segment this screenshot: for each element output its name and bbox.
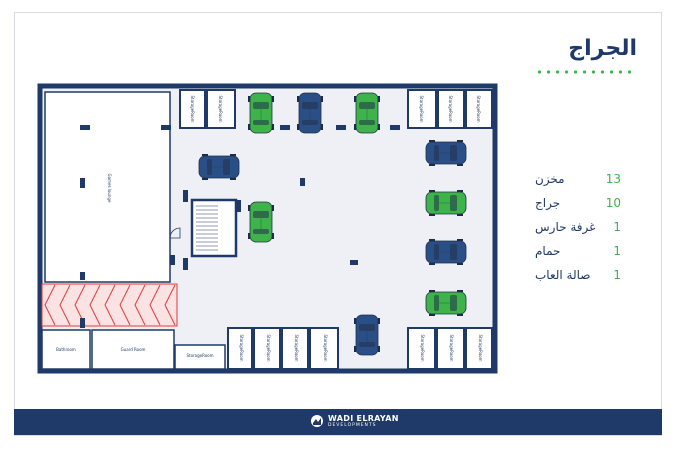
legend-count: 1 xyxy=(613,220,621,234)
legend-label: غرفة حارس xyxy=(535,220,596,234)
column xyxy=(236,200,241,212)
storage-room xyxy=(253,327,281,370)
storage-room-label: StorageRoom xyxy=(448,95,453,122)
storage-room-label: StorageRoom xyxy=(476,95,481,122)
storage-room xyxy=(465,89,493,129)
storage-room-label: StorageRoom xyxy=(323,334,328,361)
legend-label: حمام xyxy=(535,244,561,258)
storage-room xyxy=(281,327,309,370)
ramp-arrows xyxy=(44,284,176,326)
column xyxy=(80,272,85,280)
storage-room-label: StorageRoom xyxy=(478,334,483,361)
storage-room xyxy=(206,89,236,129)
column xyxy=(170,255,175,265)
car-navy xyxy=(353,314,381,356)
footer-bar xyxy=(14,409,662,435)
storage-room xyxy=(407,89,437,129)
column xyxy=(80,125,90,130)
storage-room xyxy=(465,327,493,370)
column xyxy=(80,178,85,188)
legend-item: غرفة حارس 1 xyxy=(535,216,625,240)
legend-count: 10 xyxy=(605,196,621,210)
legend-count: 1 xyxy=(613,244,621,258)
games-lounge-label: Games lounge xyxy=(107,174,112,203)
storage-room-label: StorageRoom xyxy=(266,334,271,361)
legend-label: صالة العاب xyxy=(535,268,591,282)
car-navy xyxy=(425,139,467,167)
column xyxy=(183,190,188,202)
storage-room xyxy=(407,327,436,370)
door-swing xyxy=(169,227,181,239)
legend-count: 13 xyxy=(605,172,621,186)
legend-item: حمام 1 xyxy=(535,240,625,264)
bathroom-label: Bathroom xyxy=(56,347,76,352)
car-navy xyxy=(198,153,240,181)
legend-label: جراج xyxy=(535,196,561,210)
storage-room-label: StorageRoom xyxy=(218,95,223,122)
column xyxy=(336,125,346,130)
storage-room xyxy=(174,344,226,370)
car-green xyxy=(425,289,467,317)
games-lounge-room xyxy=(44,91,171,283)
brand-mark-icon xyxy=(311,415,323,427)
legend-label: مخزن xyxy=(535,172,565,186)
car-green xyxy=(425,189,467,217)
legend-item: جراج 10 xyxy=(535,192,625,216)
storage-room-label: StorageRoom xyxy=(239,334,244,361)
car-green xyxy=(247,92,275,134)
storage-room xyxy=(179,89,206,129)
legend-item: مخزن 13 xyxy=(535,168,625,192)
guard-room-label: Guard Room xyxy=(121,347,146,352)
car-green xyxy=(247,201,275,243)
car-navy xyxy=(425,238,467,266)
column xyxy=(350,260,358,265)
ramp xyxy=(41,283,178,327)
storage-room-label: StorageRoom xyxy=(190,95,195,122)
storage-room xyxy=(309,327,339,370)
car-green xyxy=(353,92,381,134)
page-title: الجراج xyxy=(568,36,637,61)
column xyxy=(183,258,188,270)
bathroom-room xyxy=(41,329,91,370)
column xyxy=(300,178,305,186)
brand-tagline: DEVELOPMENTS xyxy=(328,423,377,428)
legend-item: صالة العاب 1 xyxy=(535,264,625,288)
title-underline-dots xyxy=(535,70,637,74)
storage-room-label: StorageRoom xyxy=(449,334,454,361)
legend: مخزن 13 جراج 10 غرفة حارس 1 حمام 1 صالة العا… xyxy=(535,168,625,288)
car-navy xyxy=(296,92,324,134)
column xyxy=(80,318,85,328)
outer-wall xyxy=(37,83,498,374)
brand-name: WADI ELRAYAN xyxy=(328,414,399,423)
storage-room xyxy=(437,89,465,129)
storage-room-label: StorageRoom xyxy=(294,334,299,361)
stairs xyxy=(196,205,218,251)
storage-room-label: StorageRoom xyxy=(186,353,213,358)
legend-count: 1 xyxy=(613,268,621,282)
stair-core xyxy=(190,198,238,258)
storage-room xyxy=(227,327,253,370)
storage-room-label: StorageRoom xyxy=(419,95,424,122)
storage-room-label: StorageRoom xyxy=(420,334,425,361)
guard-room xyxy=(91,329,175,370)
column xyxy=(390,125,400,130)
storage-room xyxy=(436,327,465,370)
column xyxy=(280,125,290,130)
column xyxy=(161,125,171,130)
